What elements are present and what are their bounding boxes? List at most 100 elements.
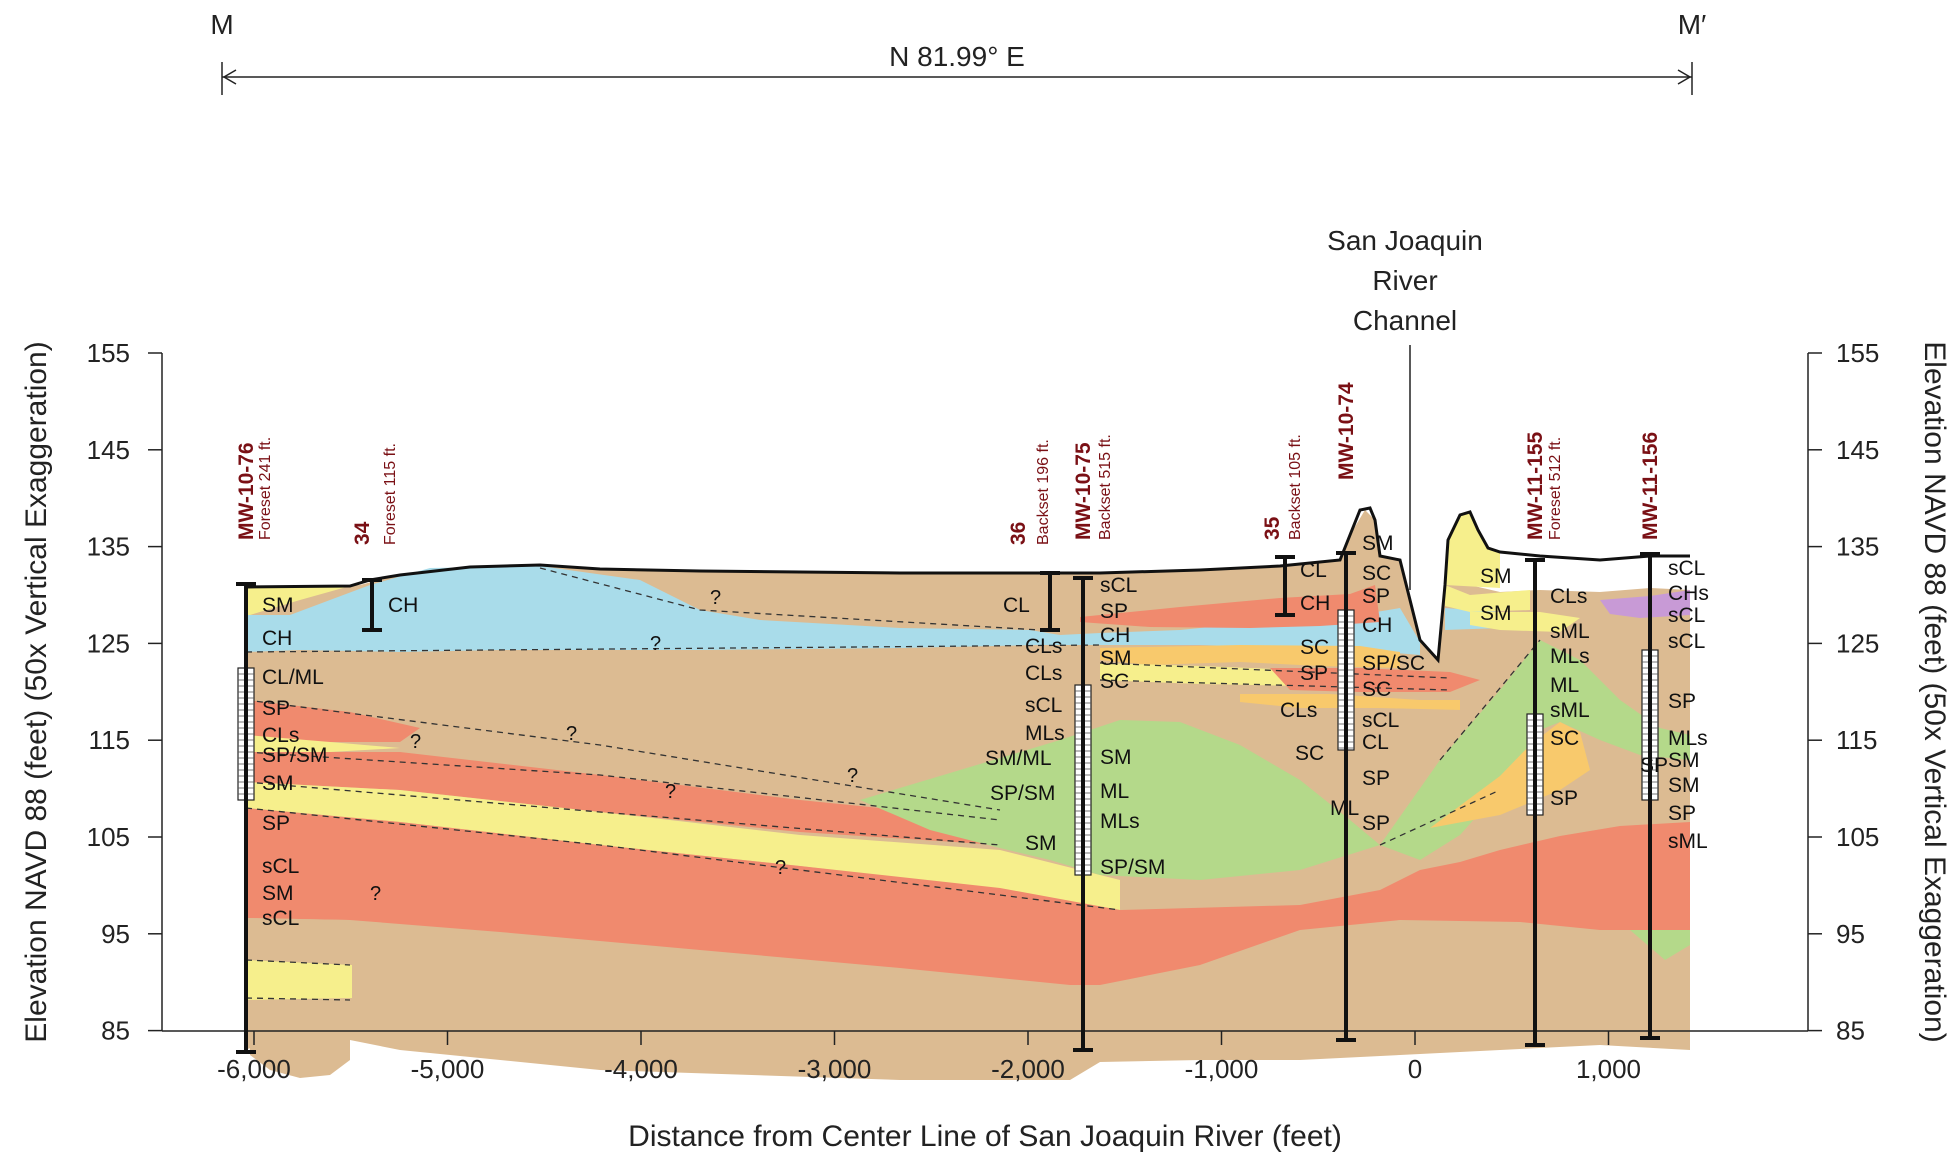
well-name: MW-11-155 [1524, 432, 1547, 540]
soil-label: MLs [1025, 722, 1065, 745]
y-tick-label: 135 [87, 532, 130, 562]
soil-label: SC [1362, 562, 1391, 585]
x-tick-label: -2,000 [991, 1054, 1065, 1084]
soil-label: ML [1100, 780, 1129, 803]
soil-label: CH [1362, 614, 1392, 637]
y-tick-label: 85 [101, 1016, 130, 1046]
soil-label: SM [1100, 746, 1132, 769]
question-mark: ? [847, 765, 858, 787]
soil-label: CL [1003, 594, 1030, 617]
soil-label: SP [1362, 585, 1390, 608]
question-mark: ? [665, 781, 676, 803]
soil-label: SP [262, 697, 290, 720]
soil-label: SP/SM [262, 744, 327, 767]
x-tick-label: -4,000 [604, 1054, 678, 1084]
unit-silty-sand-top-left [246, 586, 350, 615]
section-right-label: M′ [1678, 9, 1707, 40]
y-tick-label: 135 [1836, 532, 1879, 562]
soil-label: sCL [1668, 557, 1705, 580]
river-label-line-1: San Joaquin [1327, 225, 1483, 256]
unit-silt-right [1380, 640, 1690, 860]
soil-label: SM [1668, 774, 1700, 797]
section-left-label: M [210, 9, 233, 40]
well-note: Foreset 241 ft. [257, 437, 274, 540]
well-6: MW-10-74 [1335, 382, 1358, 1042]
unit-silty-sand-right [1445, 585, 1530, 612]
question-mark: ? [410, 731, 421, 753]
x-axis-title: Distance from Center Line of San Joaquin… [628, 1120, 1342, 1153]
question-marks: ???????? [370, 587, 858, 905]
x-tick-label: 0 [1408, 1054, 1422, 1084]
soil-label: SM [1025, 832, 1057, 855]
unit-poorly-graded-sand-left [246, 700, 420, 742]
soil-label: sCL [262, 855, 299, 878]
question-mark: ? [775, 857, 786, 879]
x-tick-label: 1,000 [1576, 1054, 1641, 1084]
soil-label: SM [262, 594, 294, 617]
soil-label: SM/ML [985, 747, 1052, 770]
soil-label: SP/SM [990, 782, 1055, 805]
well-name: MW-10-76 [235, 442, 258, 540]
unit-high-plastic-clay [246, 566, 1420, 655]
soil-label: SC [1300, 636, 1329, 659]
soil-label: sCL [1100, 574, 1137, 597]
unit-silty-sand-right-2 [1470, 612, 1580, 632]
soil-label: CL/ML [262, 666, 324, 689]
soil-label: CLs [262, 724, 299, 747]
y-tick-label: 155 [1836, 338, 1879, 368]
soil-label: SP [1668, 690, 1696, 713]
y-tick-label: 145 [87, 435, 130, 465]
soil-label: SP/SC [1362, 652, 1425, 675]
y-tick-label: 95 [1836, 919, 1865, 949]
soil-label: SP [1300, 662, 1328, 685]
soil-label: MLs [1100, 810, 1140, 833]
y-axis-title-left: Elevation NAVD 88 (feet) (50x Vertical E… [20, 341, 53, 1042]
section-header: M M′ N 81.99° E [210, 9, 1706, 95]
river-channel-label: San Joaquin River Channel [1327, 225, 1483, 590]
y-tick-label: 105 [87, 822, 130, 852]
contact-lines [245, 567, 1541, 1001]
well-8: MW-11-156 [1639, 432, 1662, 1040]
soil-label: SP [1100, 600, 1128, 623]
soil-label: CHs [1668, 582, 1709, 605]
contact-line [539, 567, 1041, 631]
unit-silt-bottom-right [1630, 930, 1690, 960]
unit-high-plastic-clay-sandy [1600, 590, 1690, 618]
arrow-right-icon [1677, 69, 1692, 85]
soil-label: sCL [1668, 630, 1705, 653]
soil-label: SP [1362, 812, 1390, 835]
well-note: Backset 105 ft. [1287, 434, 1304, 540]
x-tick-label: -1,000 [1185, 1054, 1259, 1084]
soil-label: MLs [1550, 645, 1590, 668]
soil-label: SC [1362, 678, 1391, 701]
well-name: 35 [1261, 516, 1284, 540]
contact-line [245, 699, 1001, 811]
soil-label: sML [1550, 620, 1590, 643]
soil-label: MLs [1668, 727, 1708, 750]
soil-label: CL [1300, 559, 1327, 582]
x-tick-label: -5,000 [411, 1054, 485, 1084]
well-note: Foreset 115 ft. [382, 443, 399, 545]
soil-label: SP/SM [1100, 856, 1165, 879]
question-mark: ? [710, 587, 721, 609]
soil-label: SM [1100, 647, 1132, 670]
unit-poorly-graded-sand-upper [1080, 585, 1380, 628]
y-tick-label: 145 [1836, 435, 1879, 465]
soil-label: CH [1300, 592, 1330, 615]
soil-label: sCL [1668, 604, 1705, 627]
soil-label: sCL [262, 907, 299, 930]
well-note: Backset 515 ft. [1097, 434, 1114, 540]
soil-label: SM [1668, 749, 1700, 772]
well-name: MW-10-74 [1335, 382, 1358, 480]
contact-line [1379, 789, 1501, 846]
y-axis-title-right: Elevation NAVD 88 (feet) (50x Vertical E… [1918, 341, 1947, 1042]
soil-label: sML [1668, 830, 1708, 853]
soil-label: SP [1640, 754, 1668, 777]
y-tick-label: 95 [101, 919, 130, 949]
